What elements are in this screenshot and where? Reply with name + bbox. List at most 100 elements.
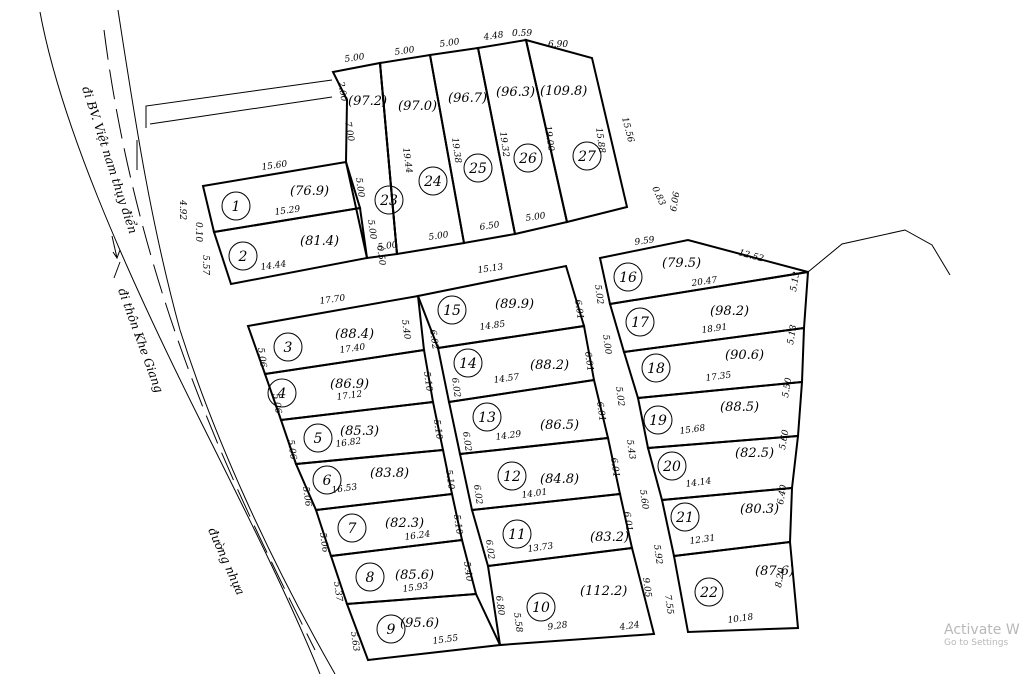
block-right [598,238,810,634]
lot-area-18: (90.6) [725,348,764,363]
boundary-line-top-inner [149,96,333,125]
dimension-label: 9.59 [634,235,656,248]
dimension-label: 6.01 [572,299,585,320]
dimension-label: 15.93 [402,581,429,595]
dimension-label: 8.20 [774,567,787,589]
dimension-label: 12.31 [689,533,716,546]
dimension-label: 5.10 [421,371,434,393]
dimension-label: 5.60 [778,429,791,451]
dimension-label: 5.43 [624,439,637,461]
dimension-label: 5.00 [439,37,461,50]
dimension-label: 5.40 [461,561,474,583]
lot-circle-17 [625,307,655,337]
arrow-down-icon [111,235,121,260]
lot-number-6: 6 [323,473,332,489]
lot-number-5: 5 [314,431,323,447]
dimension-label: 6.01 [582,351,595,372]
dimension-label: 6.40 [776,484,789,506]
lot-circle-27 [572,141,602,171]
lot-area-3: (88.4) [335,327,374,342]
dimension-label: 17.35 [705,370,732,384]
dimension-label: 2.00 [335,80,349,103]
lot-outline-27 [524,38,629,224]
lot-circle-7 [337,513,367,543]
dimension-label: 5.00 [377,240,399,253]
lot-number-16: 16 [619,270,637,286]
lot-number-19: 19 [649,413,667,429]
lot-area-19: (88.5) [720,400,759,415]
block-middle [416,264,656,647]
dimension-label: 9.28 [547,620,569,633]
lot-number-3: 3 [284,340,293,356]
dimension-label: 5.10 [451,514,464,536]
dimension-label: 5.10 [431,419,444,441]
activation-watermark: Activate W Go to Settings [944,622,1024,648]
dimension-label: 5.50 [781,377,794,399]
lot-circle-12 [497,461,527,491]
dimension-label: 6.01 [608,457,621,478]
road-centerline [103,29,316,651]
dimension-label: 5.13 [789,271,802,293]
dimension-label: 5.00 [600,334,613,356]
dimension-label: 10.18 [727,612,754,626]
dimension-label: 6.01 [594,401,607,422]
lot-circle-20 [657,451,687,481]
lot-area-8: (85.6) [395,568,434,583]
lot-area-4: (86.9) [330,377,369,392]
lot-circle-5 [303,423,333,453]
dimension-label: 0.10 [193,222,203,242]
dimension-label: 12.52 [737,248,765,264]
dimension-label: 16.53 [331,482,358,496]
dimension-label: 6.50 [479,220,501,233]
lot-area-24: (97.0) [398,99,437,114]
lot-circle-23 [374,185,404,215]
dimension-label: 5.13 [786,324,799,346]
lot-area-16: (79.5) [662,256,701,271]
dimension-label: 17.70 [319,293,346,307]
lot-circle-21 [670,502,700,532]
lot-number-22: 22 [699,585,718,601]
lot-area-23: (97.2) [348,94,387,109]
lot-circle-4 [267,378,297,408]
lot-area-15: (89.9) [495,297,534,312]
dimension-label: 19.32 [497,131,511,158]
dimension-label: 4.92 [177,199,187,220]
dimension-label: 6.02 [483,539,496,561]
lot-number-9: 9 [387,622,396,638]
lot-area-26: (96.3) [496,85,535,100]
dimension-label: 5.40 [399,319,412,341]
lot-number-27: 27 [577,149,596,165]
dimension-label: 14.14 [685,476,712,490]
dimension-label: 19.44 [400,147,414,174]
lot-number-12: 12 [503,469,521,485]
lot-area-17: (98.2) [710,304,749,319]
dimension-label: 6.02 [471,484,484,506]
lot-circle-1 [221,191,251,221]
lot-area-12: (84.8) [540,472,579,487]
dimension-label: 4.24 [618,620,640,633]
lot-circle-19 [643,405,673,435]
road-label-asphalt: đường nhựa [205,526,247,598]
dimension-label: 6.06 [669,191,682,213]
lot-circle-14 [453,348,483,378]
lot-number-21: 21 [675,510,694,526]
dimension-label: 0.83 [649,185,667,208]
dimension-label: 15.55 [432,633,459,647]
lot-area-10: (112.2) [580,584,627,599]
lot-area-2: (81.4) [300,234,339,249]
dimension-label: 4.48 [482,30,504,43]
dimension-label: 5.00 [365,219,378,241]
dimension-label: 15.56 [619,116,635,144]
lot-number-1: 1 [232,199,241,215]
lot-number-26: 26 [518,151,537,167]
lot-area-5: (85.3) [340,424,379,439]
dimension-label: 5.02 [592,284,605,306]
road-label-hospital: đi BV. Việt nam thụy điển [79,84,141,235]
lot-circle-13 [472,402,502,432]
lot-area-7: (82.3) [385,516,424,531]
dimension-label: 5.00 [353,177,366,199]
lot-circle-6 [312,465,342,495]
lot-circle-16 [613,262,643,292]
lot-area-6: (83.8) [370,466,409,481]
lot-circle-3 [273,332,303,362]
